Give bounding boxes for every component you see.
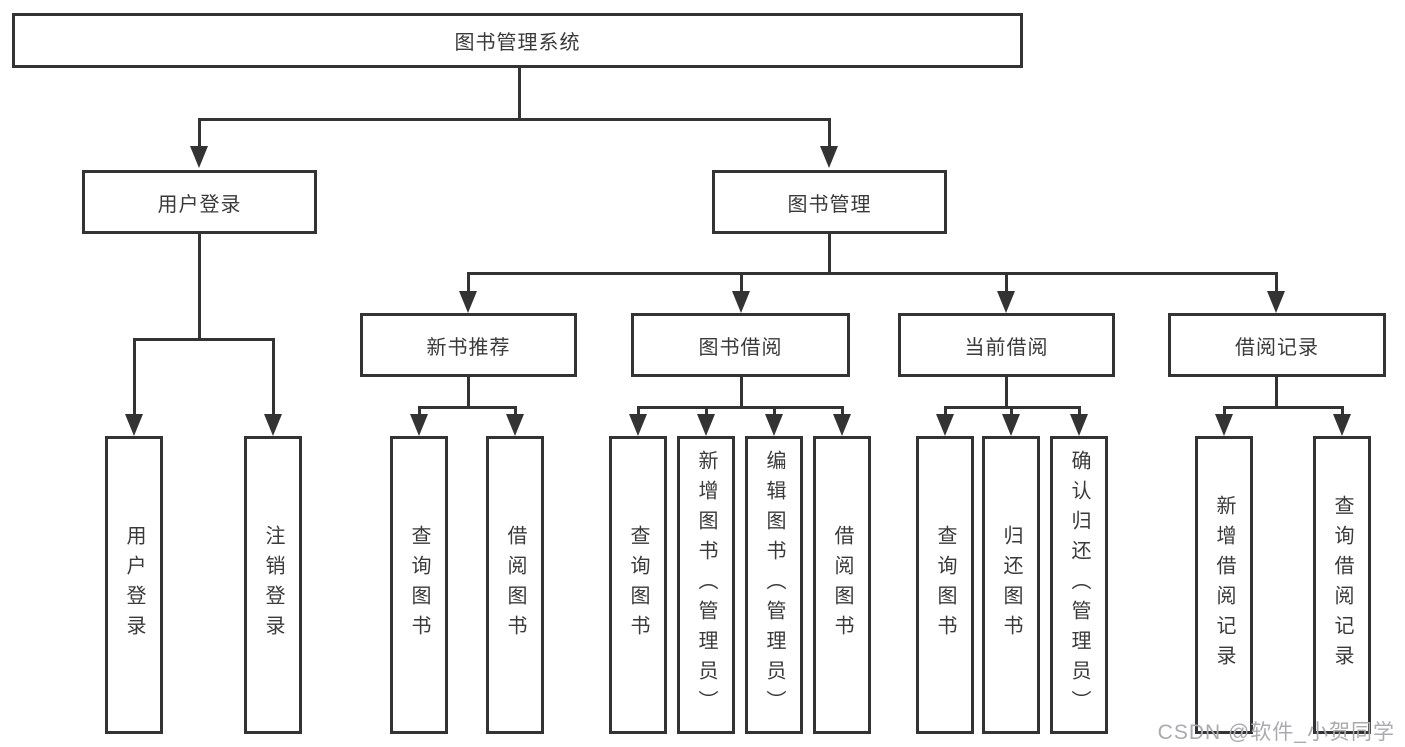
leaf-add-borrow-record: 新增借阅记录 [1195,436,1253,734]
node-borrow-record: 借阅记录 [1168,313,1386,377]
connector-vertical [773,406,776,416]
leaf-add-book-admin: 新增图书（管理员） [677,436,735,734]
arrowhead-down-icon [1070,414,1088,436]
leaf-edit-book-admin: 编辑图书（管理员） [745,436,803,734]
node-book-borrow: 图书借阅 [631,313,850,377]
node-new-book-recommend: 新书推荐 [360,313,577,377]
node-current-borrow: 当前借阅 [898,313,1115,377]
connector-horizontal [418,406,517,409]
connector-vertical [828,118,831,148]
arrowhead-down-icon [410,414,428,436]
leaf-borrow-book: 借阅图书 [813,436,871,734]
arrowhead-down-icon [506,414,524,436]
connector-vertical [740,377,743,406]
connector-vertical [467,377,470,406]
connector-horizontal [198,118,831,121]
connector-vertical [133,338,136,416]
leaf-query-borrow-record: 查询借阅记录 [1313,436,1371,734]
connector-vertical [740,272,743,294]
connector-vertical [1275,377,1278,406]
connector-horizontal [637,406,844,409]
connector-vertical [518,68,521,118]
arrowhead-down-icon [264,414,282,436]
connector-vertical [198,118,201,148]
connector-vertical [1005,272,1008,294]
node-library-management-system: 图书管理系统 [12,13,1023,68]
connector-vertical [272,338,275,416]
connector-vertical [637,406,640,416]
connector-vertical [944,406,947,416]
arrowhead-down-icon [1267,291,1285,313]
connector-horizontal [133,338,275,341]
arrowhead-down-icon [190,146,208,168]
connector-vertical [1341,406,1344,416]
node-user-login: 用户登录 [82,170,317,234]
arrowhead-down-icon [732,291,750,313]
arrowhead-down-icon [997,291,1015,313]
leaf-user-login: 用户登录 [105,436,163,734]
arrowhead-down-icon [1215,414,1233,436]
connector-vertical [1275,272,1278,294]
connector-vertical [198,234,201,338]
arrowhead-down-icon [629,414,647,436]
arrowhead-down-icon [125,414,143,436]
connector-vertical [1078,406,1081,416]
connector-vertical [828,234,831,272]
leaf-confirm-return-admin: 确认归还（管理员） [1050,436,1108,734]
leaf-borrow-book-recommend: 借阅图书 [486,436,544,734]
connector-vertical [1223,406,1226,416]
connector-vertical [514,406,517,416]
connector-horizontal [467,272,1278,275]
arrowhead-down-icon [833,414,851,436]
csdn-watermark: CSDN @软件_小贺同学 [1157,721,1395,744]
connector-vertical [418,406,421,416]
arrowhead-down-icon [1002,414,1020,436]
connector-vertical [705,406,708,416]
connector-horizontal [1223,406,1344,409]
leaf-query-book-recommend: 查询图书 [390,436,448,734]
connector-vertical [1005,377,1008,406]
arrowhead-down-icon [459,291,477,313]
leaf-query-book-borrow: 查询图书 [609,436,667,734]
arrowhead-down-icon [697,414,715,436]
connector-vertical [467,272,470,294]
leaf-logout: 注销登录 [244,436,302,734]
arrowhead-down-icon [820,146,838,168]
arrowhead-down-icon [765,414,783,436]
connector-vertical [841,406,844,416]
leaf-query-book-current: 查询图书 [916,436,974,734]
connector-vertical [1010,406,1013,416]
arrowhead-down-icon [936,414,954,436]
node-book-management: 图书管理 [712,170,947,234]
arrowhead-down-icon [1333,414,1351,436]
leaf-return-book: 归还图书 [982,436,1040,734]
